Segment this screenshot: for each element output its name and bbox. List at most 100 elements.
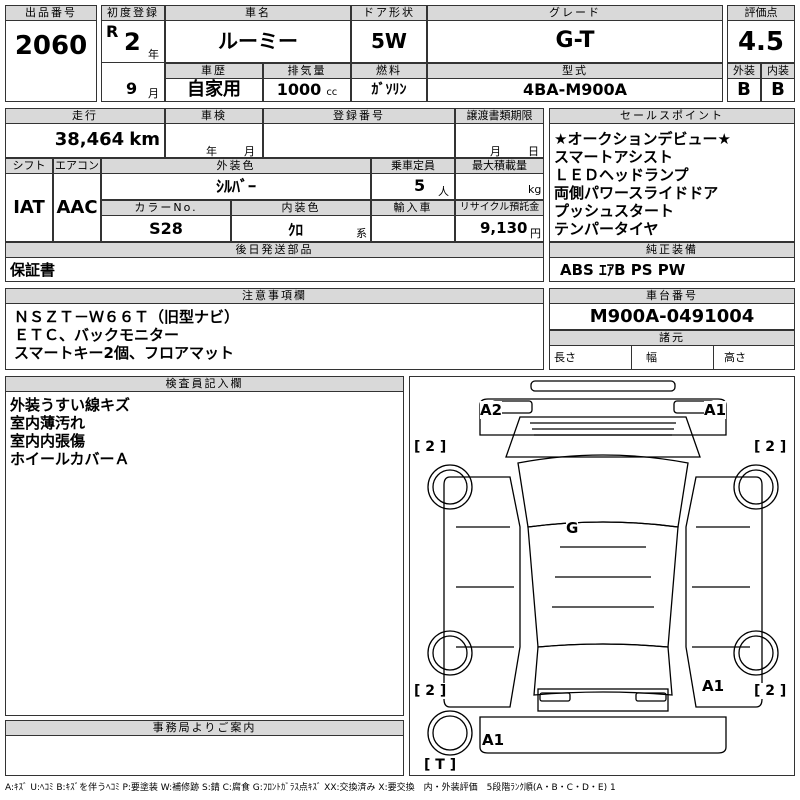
displacement-cell: 排気量 1000 cc	[263, 63, 351, 102]
ext-grade-cell: 外装 B	[727, 63, 761, 102]
tire-mark: [ 2 ]	[414, 439, 447, 455]
car-diagram: A2 A1 G A1 A1 [ 2 ] [ 2 ] [ 2 ] [ 2 ] [ …	[409, 376, 795, 776]
score: 4.5	[737, 27, 785, 57]
chassis-label: 車台番号	[550, 289, 794, 304]
damage-mark: A1	[702, 677, 725, 695]
car-name-cell: 車名 ルーミー	[165, 5, 351, 63]
month-unit: 月	[148, 87, 159, 100]
inspection-cell: 車検 年 月	[165, 108, 263, 158]
shift-label: シフト	[6, 159, 52, 174]
color: ｼﾙﾊﾞｰ	[215, 177, 256, 196]
reg-month-cell: 9 月	[101, 63, 165, 102]
inspector-list: 外装うすい線キズ 室内薄汚れ 室内内張傷 ホイールカバーＡ	[6, 392, 403, 468]
year-unit: 年	[148, 48, 159, 61]
first-reg-label: 初度登録	[102, 6, 164, 21]
ext-grade-label: 外装	[728, 64, 760, 79]
ac-cell: エアコン AAC	[53, 158, 101, 242]
displacement-unit: cc	[326, 87, 338, 98]
sales-points-label: セールスポイント	[550, 109, 794, 124]
recycle-label: リサイクル預託金	[456, 201, 543, 216]
int-grade: B	[771, 79, 785, 100]
model-label: 型式	[428, 64, 722, 79]
chassis-number: M900A-0491004	[589, 306, 755, 327]
intcolor: ｸﾛ	[288, 221, 304, 239]
colorno-cell: カラーNo. S28	[101, 200, 231, 242]
sales-point: スマートアシスト	[554, 148, 673, 166]
grade-cell: グレード G-T	[427, 5, 723, 63]
sales-point: プッシュスタート	[554, 202, 675, 220]
displacement: 1000	[276, 80, 322, 99]
model: 4BA-M900A	[522, 80, 628, 99]
damage-mark: A1	[482, 731, 505, 749]
lot-label: 出品番号	[6, 6, 96, 21]
recycle: 9,130	[480, 219, 528, 237]
length-cell: 長さ	[550, 346, 632, 370]
door-label: ドア形状	[352, 6, 426, 21]
specs-label: 諸元	[550, 331, 794, 346]
color-label: 外装色	[102, 159, 370, 174]
sales-point: 両側パワースライドドア	[554, 184, 719, 202]
score-cell: 評価点 4.5	[727, 5, 795, 63]
width-cell: 幅	[632, 346, 714, 370]
ac-label: エアコン	[54, 159, 100, 174]
notes-cell: 注意事項欄 ＮＳＺＴ－Ｗ６６Ｔ（旧型ナビ） ＥＴＣ、バックモニター スマートキー…	[5, 288, 544, 370]
sales-point: テンパータイヤ	[554, 220, 659, 238]
later-parts-cell: 後日発送部品 保証書	[5, 242, 544, 282]
history-cell: 車歴 自家用	[165, 63, 263, 102]
transfer-cell: 譲渡書類期限 月 日	[455, 108, 544, 158]
shift: IAT	[13, 197, 45, 218]
sales-points-list: ★オークションデビュー★ スマートアシスト ＬＥＤヘッドランプ 両側パワースライ…	[550, 124, 794, 238]
inspector-cell: 検査員記入欄 外装うすい線キズ 室内薄汚れ 室内内張傷 ホイールカバーＡ	[5, 376, 404, 716]
door-type: 5W	[371, 29, 407, 53]
note-line: ＮＳＺＴ－Ｗ６６Ｔ（旧型ナビ）	[14, 308, 240, 326]
mileage-unit: km	[129, 129, 160, 150]
equipment: ABS ｴｱB PS PW	[560, 261, 686, 279]
later-parts-label: 後日発送部品	[6, 243, 543, 258]
lot-number: 2060	[14, 31, 88, 61]
door-cell: ドア形状 5W	[351, 5, 427, 63]
intcolor-unit: 系	[356, 227, 367, 240]
transfer-month: 月	[490, 145, 501, 158]
later-parts: 保証書	[10, 261, 56, 279]
inspector-line: 室内内張傷	[10, 432, 86, 450]
mileage-label: 走行	[6, 109, 164, 124]
notes-label: 注意事項欄	[6, 289, 543, 304]
mileage: 38,464	[54, 129, 125, 150]
load-cell: 最大積載量 kg	[455, 158, 544, 200]
transfer-day: 日	[528, 145, 539, 158]
load-label: 最大積載量	[456, 159, 543, 174]
seats-cell: 乗車定員 5 人	[371, 158, 455, 200]
seats-unit: 人	[438, 185, 449, 198]
displacement-label: 排気量	[264, 64, 350, 79]
height-cell: 高さ	[714, 346, 794, 370]
transfer-label: 譲渡書類期限	[456, 109, 543, 124]
colorno-label: カラーNo.	[102, 201, 230, 216]
colorno: S28	[149, 219, 183, 238]
insp-month: 月	[244, 145, 255, 158]
inspection-label: 車検	[166, 109, 262, 124]
sales-point: ＬＥＤヘッドランプ	[554, 166, 689, 184]
model-cell: 型式 4BA-M900A	[427, 63, 723, 102]
reg-month: 9	[126, 79, 138, 98]
history: 自家用	[187, 79, 241, 100]
damage-mark: G	[566, 519, 579, 537]
color-cell: 外装色 ｼﾙﾊﾞｰ	[101, 158, 371, 200]
import-cell: 輸入車	[371, 200, 455, 242]
seats: 5	[414, 176, 426, 195]
office-label: 事務局よりご案内	[6, 721, 403, 736]
ext-grade: B	[737, 79, 751, 100]
car-name: ルーミー	[218, 29, 298, 53]
sales-point: ★オークションデビュー★	[554, 130, 731, 148]
shift-cell: シフト IAT	[5, 158, 53, 242]
regno-cell: 登録番号	[263, 108, 455, 158]
car-outline	[427, 380, 779, 756]
tire-mark: [ T ]	[424, 757, 457, 773]
fuel-cell: 燃料 ｶﾞｿﾘﾝ	[351, 63, 427, 102]
regno-label: 登録番号	[264, 109, 454, 124]
intcolor-label: 内装色	[232, 201, 370, 216]
notes-list: ＮＳＺＴ－Ｗ６６Ｔ（旧型ナビ） ＥＴＣ、バックモニター スマートキー2個、フロア…	[6, 304, 543, 362]
reg-year: 2	[124, 28, 141, 56]
legend: A:ｷｽﾞ U:ﾍｺﾐ B:ｷｽﾞを伴うﾍｺﾐ P:要塗装 W:補修跡 S:錆 …	[5, 783, 616, 793]
height-label: 高さ	[724, 351, 746, 364]
seats-label: 乗車定員	[372, 159, 454, 174]
